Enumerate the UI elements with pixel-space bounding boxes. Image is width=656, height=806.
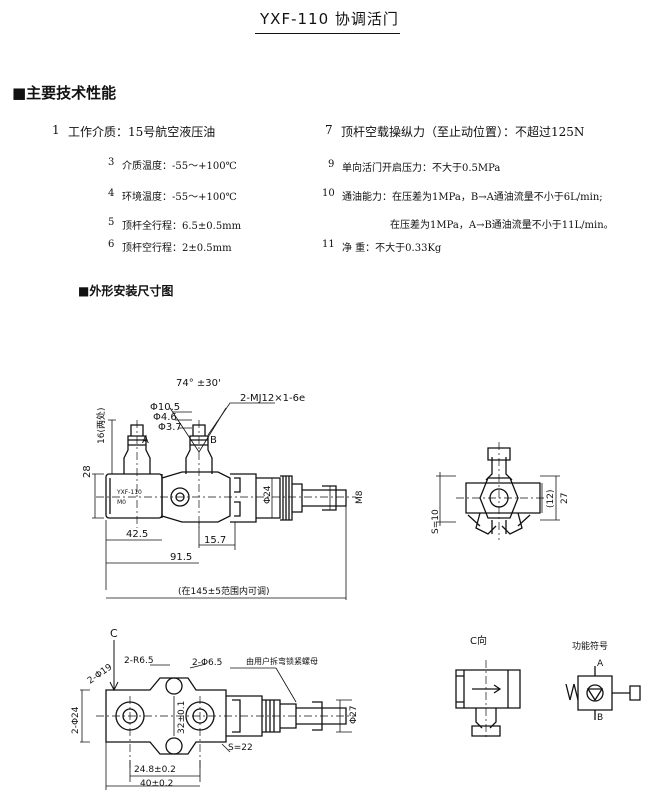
spec-num: 5 bbox=[108, 217, 115, 228]
dimension-label: 40±0.2 bbox=[140, 779, 173, 789]
spec-text: 顶杆空载操纵力（至止动位置）：不超过125N bbox=[341, 125, 585, 139]
wrench-size-label: S=22 bbox=[228, 743, 253, 753]
spec-num: 4 bbox=[108, 188, 115, 199]
port-b-label: B bbox=[597, 713, 603, 723]
spec-text: 净 重：不大于0.33Kg bbox=[342, 243, 442, 254]
diameter-label: 2-Φ24 bbox=[71, 706, 81, 734]
dimension-label: 91.5 bbox=[170, 552, 192, 563]
spec-text: 在压差为1MPa，A→B通油流量不小于11L/min。 bbox=[390, 220, 614, 231]
title-underline bbox=[255, 33, 400, 34]
spec-num: 9 bbox=[328, 159, 335, 170]
spec-text: 顶杆全行程：6.5±0.5mm bbox=[122, 221, 242, 232]
push-rod bbox=[302, 489, 347, 507]
dimension-label: 24.8±0.2 bbox=[134, 765, 176, 775]
radius-label: 2-R6.5 bbox=[124, 656, 154, 666]
adjustment-note: (在145±5范围内可调) bbox=[178, 585, 269, 597]
dimension-label: (12) bbox=[546, 490, 556, 508]
diameter-label: Φ27 bbox=[349, 705, 359, 724]
spec-num: 10 bbox=[322, 188, 335, 199]
dimension-label: 42.5 bbox=[126, 529, 148, 540]
port-a-label: A bbox=[597, 659, 604, 669]
spec-text: 环境温度：-55～+100℃ bbox=[122, 192, 237, 203]
spec-text: 工作介质：15号航空液压油 bbox=[68, 125, 216, 139]
angle-label: 74° ±30' bbox=[176, 378, 221, 389]
body-marking: YXF-110 bbox=[116, 489, 142, 496]
spec-num: 1 bbox=[52, 123, 60, 137]
diameter-label: Φ3.7 bbox=[158, 422, 182, 433]
dimension-label: 32±0.1 bbox=[177, 701, 187, 734]
spec-text: 顶杆空行程：2±0.5mm bbox=[122, 243, 232, 254]
section-heading-dimensions: ■外形安装尺寸图 bbox=[78, 284, 174, 298]
thread-label: M8 bbox=[355, 490, 365, 504]
side-view-body bbox=[465, 482, 541, 514]
spec-text: 通油能力：在压差为1MPa，B→A通油流量不小于6L/min; bbox=[342, 192, 603, 203]
dimension-label: 27 bbox=[560, 493, 570, 504]
function-symbol bbox=[577, 675, 613, 711]
spec-num: 6 bbox=[108, 239, 115, 250]
c-view-body bbox=[455, 669, 521, 709]
port-a-label: A bbox=[142, 435, 149, 446]
spec-text: 单向活门开启压力：不大于0.5MPa bbox=[342, 163, 501, 174]
bottom-view-body bbox=[105, 677, 227, 755]
spec-num: 3 bbox=[108, 157, 115, 168]
dimension-label: 16(两处) bbox=[95, 408, 107, 444]
spec-num: 7 bbox=[325, 123, 333, 137]
spec-num: 11 bbox=[322, 239, 335, 250]
body-marking: M0 bbox=[117, 499, 126, 506]
dimension-label: 15.7 bbox=[204, 535, 226, 546]
diameter-label: 2-Φ6.5 bbox=[192, 658, 222, 668]
page-title: YXF-110 协调活门 bbox=[260, 10, 399, 28]
nut-note: 由用户拆弯锁紧螺母 bbox=[246, 656, 318, 666]
diameter-label: Φ10.5 bbox=[150, 402, 180, 413]
section-heading-performance: ■主要技术性能 bbox=[12, 84, 117, 102]
view-c-marker: C bbox=[110, 627, 118, 640]
dimension-label: 28 bbox=[82, 465, 93, 478]
diameter-label: Φ4.6 bbox=[153, 412, 177, 423]
c-view-label: C向 bbox=[470, 634, 487, 647]
thread-label: 2-MJ12×1-6e bbox=[240, 393, 305, 404]
spec-text: 介质温度：-55～+100℃ bbox=[122, 161, 237, 172]
diameter-label: Φ24 bbox=[263, 485, 273, 504]
wrench-size-label: S=10 bbox=[431, 509, 441, 534]
function-symbol-title: 功能符号 bbox=[572, 640, 608, 652]
valve-body bbox=[105, 473, 163, 519]
port-b-label: B bbox=[210, 435, 217, 446]
